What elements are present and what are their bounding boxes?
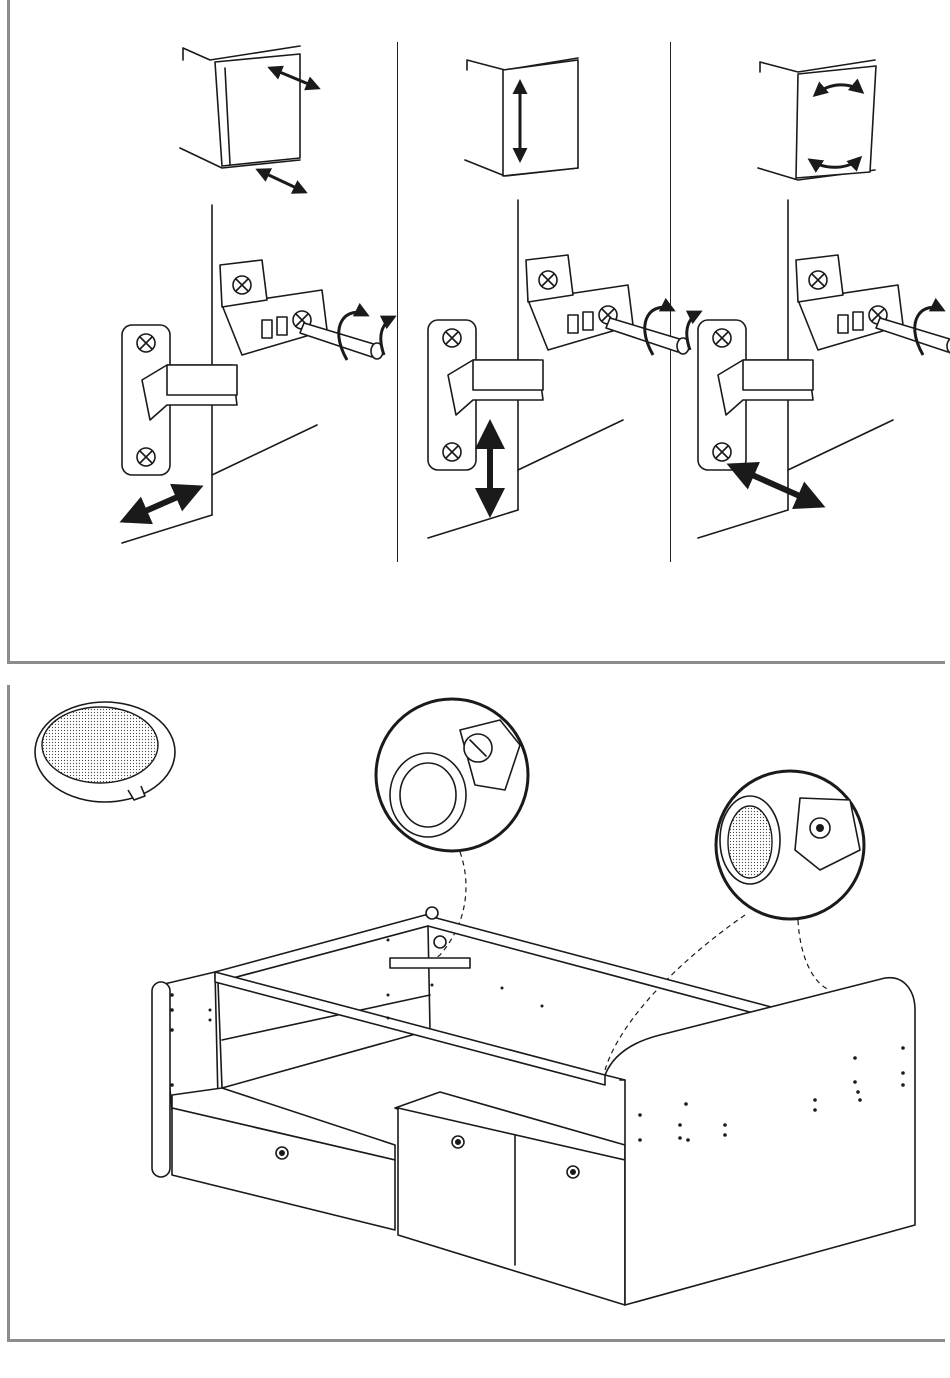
cam-lock-detail-icon (376, 699, 528, 851)
cap-on-bolt-detail-icon (716, 771, 864, 919)
cover-cap-icon (35, 702, 175, 802)
bed-frame-icon (152, 907, 915, 1305)
